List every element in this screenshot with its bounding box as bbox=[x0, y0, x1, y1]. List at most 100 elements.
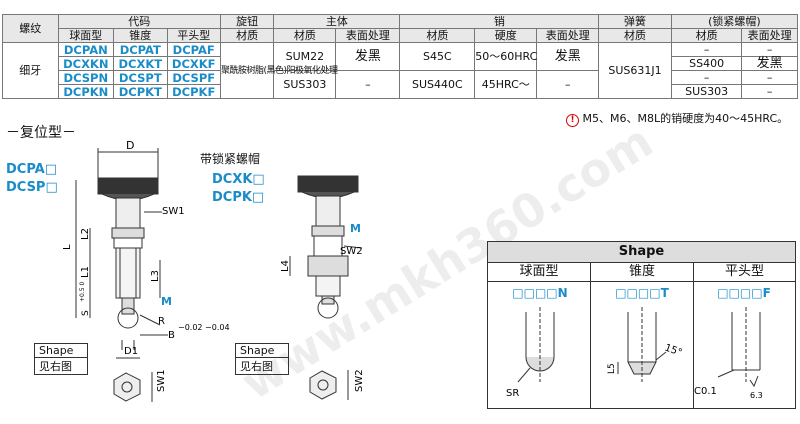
shape-panel: Shape 球面型 锥度 平头型 □□□□N □□□□T □□□□F bbox=[487, 241, 796, 409]
shape-code-ball: □□□□N bbox=[512, 286, 568, 300]
left-shape-callout: Shape 见右图 bbox=[34, 343, 88, 375]
pin-surf-cell: – bbox=[536, 70, 600, 99]
th-knob-mat: 材质 bbox=[219, 28, 275, 43]
section-title: －复位型－ bbox=[6, 125, 76, 141]
dim-l: L bbox=[62, 244, 73, 250]
nut-mat-cell: – bbox=[670, 42, 743, 57]
code-cell: DCXKT bbox=[113, 56, 168, 71]
body-surf-cell: 发黑 bbox=[335, 42, 401, 71]
dim-l4: L4 bbox=[280, 260, 291, 272]
shape-l5: L5 bbox=[607, 363, 617, 374]
shape-columns: 球面型 锥度 平头型 bbox=[488, 263, 795, 282]
knob-mat-cell: 聚酰胺树脂(黑色)阳极氧化处理 bbox=[219, 42, 338, 99]
th-knob: 旋钮 bbox=[219, 14, 275, 29]
dim-m: M bbox=[161, 295, 172, 308]
nut-surf-cell: – bbox=[741, 42, 798, 57]
th-pin: 销 bbox=[399, 14, 600, 29]
th-code: 代码 bbox=[57, 14, 221, 29]
dim-sw1: SW1 bbox=[162, 206, 185, 217]
code-cell: DCPKF bbox=[166, 84, 221, 99]
hardness-note: ! M5、M6、M8L的销硬度为40～45HRC。 bbox=[566, 110, 788, 127]
left-code-2: DCSP□ bbox=[6, 180, 58, 195]
divider bbox=[693, 281, 694, 408]
note-text: M5、M6、M8L的销硬度为40～45HRC。 bbox=[582, 112, 789, 125]
spring-mat-cell: SUS631J1 bbox=[598, 42, 672, 99]
shape-c01: C0.1 bbox=[694, 386, 717, 397]
dim-s: S bbox=[81, 310, 91, 316]
shape-col-taper: 锥度 bbox=[591, 263, 694, 282]
dim-s-tol: +0.5 0 bbox=[79, 282, 86, 302]
dim-l3: L3 bbox=[150, 270, 161, 282]
callout-shape: Shape bbox=[236, 344, 288, 358]
th-ball: 球面型 bbox=[57, 28, 115, 43]
nut-mat-cell: – bbox=[670, 70, 743, 85]
code-cell: DCPAN bbox=[57, 42, 115, 57]
th-pin-hard: 硬度 bbox=[474, 28, 538, 43]
th-spring: 弹簧 bbox=[598, 14, 672, 29]
nut-surf-cell: – bbox=[741, 70, 798, 85]
shape-angle: 15° bbox=[663, 342, 683, 358]
pin-hard-cell: 45HRC～ bbox=[474, 70, 538, 99]
dim-r: R bbox=[158, 316, 165, 327]
pin-surf-cell: 发黑 bbox=[536, 42, 600, 71]
nut-surf-cell: 发黑 bbox=[741, 56, 798, 71]
shape-drawings: SR L5 15° C0.1 6.3 bbox=[506, 307, 763, 400]
right-shape-callout: Shape 见右图 bbox=[235, 343, 289, 375]
dim-sw2-hex: SW2 bbox=[354, 369, 365, 392]
callout-see-right: 见右图 bbox=[240, 360, 273, 373]
th-thread: 螺纹 bbox=[2, 14, 59, 43]
code-cell: DCSPF bbox=[166, 70, 221, 85]
th-nut-surf: 表面处理 bbox=[741, 28, 798, 43]
th-flat: 平头型 bbox=[166, 28, 221, 43]
code-cell: DCXKF bbox=[166, 56, 221, 71]
dim-sw1-hex: SW1 bbox=[156, 369, 167, 392]
th-pin-surf: 表面处理 bbox=[536, 28, 600, 43]
code-cell: DCXKN bbox=[57, 56, 115, 71]
nut-mat-cell: SS400 bbox=[670, 56, 743, 71]
dim-d1: D1 bbox=[124, 346, 138, 357]
dim-l1: L1 bbox=[80, 266, 91, 278]
left-code-1: DCPA□ bbox=[6, 162, 58, 177]
code-cell: DCPAF bbox=[166, 42, 221, 57]
right-code-1: DCXK□ bbox=[212, 172, 265, 187]
warning-circle-icon: ! bbox=[566, 114, 579, 127]
shape-col-flat: 平头型 bbox=[694, 263, 795, 282]
th-body-surf: 表面处理 bbox=[335, 28, 401, 43]
callout-see-right: 见右图 bbox=[39, 360, 72, 373]
callout-shape: Shape bbox=[35, 344, 87, 358]
nut-mat-cell: SUS303 bbox=[670, 84, 743, 99]
shape-sr: SR bbox=[506, 388, 519, 399]
th-body-mat: 材质 bbox=[273, 28, 337, 43]
right-code-2: DCPK□ bbox=[212, 190, 265, 205]
shape-title: Shape bbox=[488, 242, 795, 263]
dim-d: D bbox=[126, 139, 134, 152]
th-nut-mat: 材质 bbox=[670, 28, 743, 43]
body-mat-cell: SUM22 bbox=[273, 42, 337, 71]
right-plunger-drawing: M SW2 L4 SW2 bbox=[280, 175, 365, 400]
thread-cell: 细牙 bbox=[2, 42, 59, 99]
body-mat-cell: SUS303 bbox=[273, 70, 337, 99]
th-nut: (锁紧螺帽) bbox=[670, 14, 799, 29]
th-spring-mat: 材质 bbox=[598, 28, 672, 43]
code-cell: DCPKT bbox=[113, 84, 168, 99]
shape-r63: 6.3 bbox=[750, 391, 763, 400]
th-pin-mat: 材质 bbox=[399, 28, 476, 43]
th-body: 主体 bbox=[273, 14, 401, 29]
left-plunger-drawing: D SW1 L L2 L1 L3 S +0.5 0 M R B −0.02 −0… bbox=[62, 139, 230, 402]
spec-table: 螺纹 代码 旋钮 主体 销 弹簧 (锁紧螺帽) 球面型 锥度 平头型 材质 材质… bbox=[2, 14, 799, 99]
code-cell: DCSPN bbox=[57, 70, 115, 85]
shape-code-flat: □□□□F bbox=[717, 286, 771, 300]
pin-hard-cell: 50～60HRC bbox=[474, 42, 537, 71]
code-cell: DCSPT bbox=[113, 70, 168, 85]
dim-b-tol: −0.02 −0.04 bbox=[178, 323, 230, 332]
divider bbox=[590, 281, 591, 408]
dim-m-right: M bbox=[350, 222, 361, 235]
shape-col-ball: 球面型 bbox=[488, 263, 591, 282]
code-cell: DCPKN bbox=[57, 84, 115, 99]
dim-b: B bbox=[168, 330, 175, 341]
dim-sw2: SW2 bbox=[340, 246, 363, 257]
nut-surf-cell: – bbox=[741, 84, 798, 99]
shape-code-taper: □□□□T bbox=[615, 286, 669, 300]
body-surf-cell: – bbox=[335, 70, 401, 99]
pin-mat-cell: SUS440C bbox=[399, 70, 476, 99]
